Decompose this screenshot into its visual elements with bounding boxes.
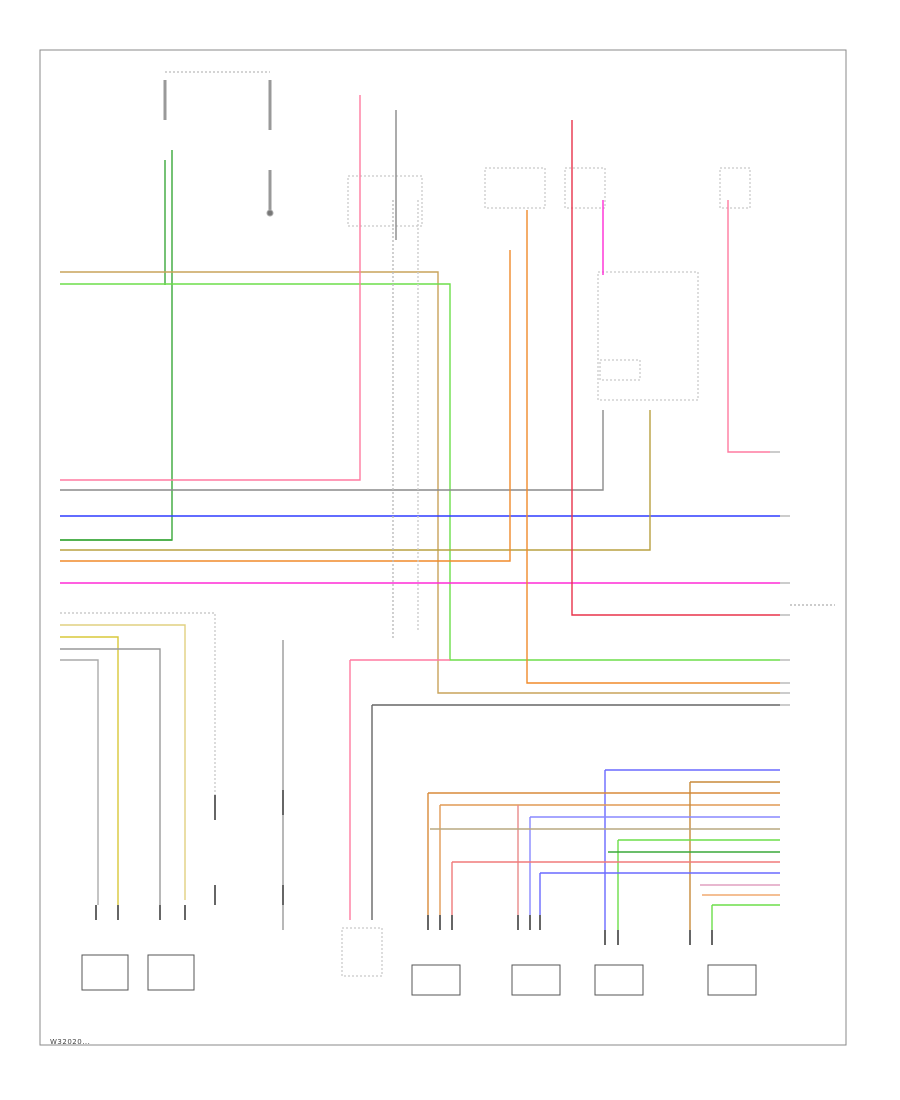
wire-green-lr3 <box>711 904 780 930</box>
wire-tan-ll <box>60 636 119 905</box>
component-lf-height <box>594 964 644 996</box>
top-components <box>341 167 751 977</box>
wire-gray-lr <box>529 816 780 915</box>
diagram-border <box>39 49 847 1046</box>
wire-gray-ll2 <box>60 659 99 905</box>
wire-gray-ll <box>60 648 161 905</box>
wire-red-right <box>571 120 780 616</box>
wires <box>60 95 780 930</box>
wire-dot-ll <box>60 612 216 800</box>
diagram-footer-code: W32020... <box>50 1038 91 1046</box>
wire-blue-lr2 <box>539 872 780 915</box>
wire-orange-lr2 <box>439 804 780 915</box>
component-lr-module <box>411 964 461 996</box>
wire-orange-lr3 <box>689 781 780 930</box>
wire-yellow-ll <box>60 624 186 900</box>
bottom-components <box>81 954 757 996</box>
component-rf-sensor <box>147 954 195 991</box>
top-left-connectors <box>163 71 274 217</box>
wire-gray-h1 <box>60 410 604 491</box>
wire-orange-lr1 <box>427 792 780 915</box>
wire-green-lr <box>617 839 780 930</box>
wire-pink-right <box>727 200 770 453</box>
wire-tan-h3 <box>60 410 651 551</box>
wire-green-upper <box>60 283 780 661</box>
wire-red-lr <box>451 861 780 915</box>
component-lf-sensor <box>81 954 129 991</box>
wire-blue-lr1 <box>604 769 780 930</box>
wire-orange-right <box>526 210 780 684</box>
wire-tan-upper <box>60 271 780 694</box>
connector-stubs <box>95 790 713 945</box>
component-rr-module <box>511 964 561 996</box>
right-terminal-marks <box>770 451 835 706</box>
wire-orange-h4 <box>60 250 511 562</box>
component-rf-height <box>707 964 757 996</box>
wire-red-center <box>60 95 361 481</box>
wire-green-vertical <box>60 150 173 541</box>
